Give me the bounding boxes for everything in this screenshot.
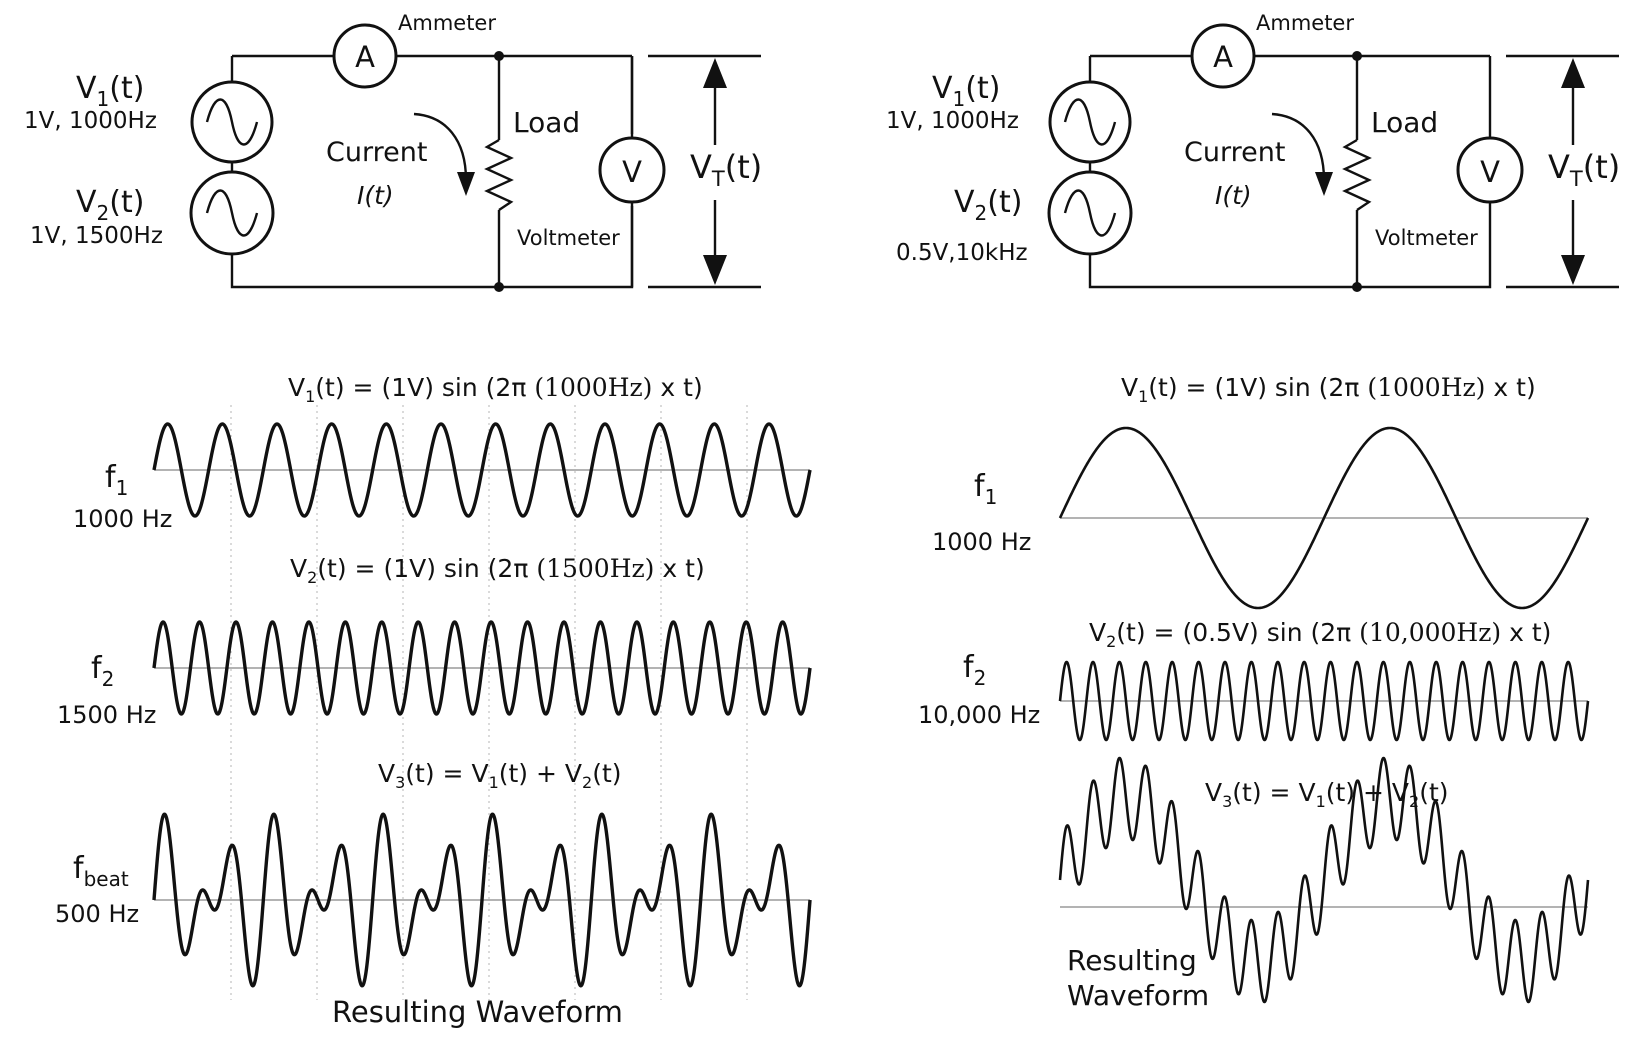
resulting-label-right: Resulting bbox=[1067, 944, 1197, 977]
ammeter-symbol-left bbox=[332, 23, 398, 89]
sine-icon bbox=[1063, 98, 1117, 146]
left-waveforms bbox=[152, 422, 812, 988]
arrow-up-icon bbox=[1561, 58, 1585, 88]
circuit-left-wires bbox=[230, 54, 634, 289]
vt-label: VT(t) bbox=[690, 148, 762, 191]
waveform-sum-right bbox=[1058, 756, 1590, 1004]
ammeter-letter: A bbox=[355, 40, 375, 74]
fbeat-value-left: 500 Hz bbox=[55, 900, 139, 928]
v2-label: V2(t) bbox=[954, 185, 1022, 225]
arrow-down-icon bbox=[457, 172, 475, 196]
f1-label-right: f1 bbox=[974, 469, 997, 509]
fbeat-label-left: fbeat bbox=[73, 851, 129, 891]
load-label: Load bbox=[1371, 106, 1438, 139]
voltmeter-label: Voltmeter bbox=[517, 226, 620, 250]
current-label: Current bbox=[1184, 137, 1285, 168]
voltmeter-letter: V bbox=[1480, 155, 1500, 189]
arrow-down-icon bbox=[1315, 172, 1333, 196]
equation-v3-right: V3(t) = V1(t) + V2(t) bbox=[1205, 778, 1449, 811]
circuit-right: A Ammeter V Voltmeter VT(t) Current I(t)… bbox=[886, 11, 1620, 292]
equation-v2-right: V2(t) = (0.5V) sin (2π (10,000Hz) x t) bbox=[1089, 618, 1551, 651]
f1-value-left: 1000 Hz bbox=[73, 505, 172, 533]
current-arrow bbox=[413, 112, 468, 181]
sine-icon bbox=[205, 189, 259, 237]
load-resistor-right bbox=[1342, 138, 1372, 211]
equation-v2-left: V2(t) = (1V) sin (2π (1500Hz) x t) bbox=[290, 554, 705, 587]
f2-label-left: f2 bbox=[91, 651, 114, 691]
current-symbol: I(t) bbox=[357, 181, 394, 210]
v1-label: V1(t) bbox=[932, 71, 1000, 111]
left-wave-labels: V1(t) = (1V) sin (2π (1000Hz) x t) f1 10… bbox=[55, 373, 705, 1029]
equation-v1-right: V1(t) = (1V) sin (2π (1000Hz) x t) bbox=[1121, 373, 1536, 406]
ammeter-label: Ammeter bbox=[1256, 11, 1354, 35]
waveform-f1-right bbox=[1058, 426, 1590, 610]
junction-dot bbox=[1352, 51, 1362, 61]
resulting-waveform-label-left: Resulting Waveform bbox=[332, 995, 623, 1029]
f1-label-left: f1 bbox=[105, 460, 128, 500]
junction-dot bbox=[1352, 282, 1362, 292]
right-wave-labels: V1(t) = (1V) sin (2π (1000Hz) x t) f1 10… bbox=[918, 373, 1551, 1012]
circuit-right-wires bbox=[1088, 54, 1492, 289]
f2-label-right: f2 bbox=[963, 650, 986, 690]
v2-label: V2(t) bbox=[76, 185, 144, 225]
ammeter-letter: A bbox=[1213, 40, 1233, 74]
sine-icon bbox=[205, 98, 259, 146]
v2-spec: 0.5V,10kHz bbox=[896, 240, 1028, 266]
equation-v3-left: V3(t) = V1(t) + V2(t) bbox=[378, 759, 622, 792]
vt-dimension-lines bbox=[1506, 54, 1619, 289]
circuit-left: A Ammeter V Voltmeter VT(t) Current I(t)… bbox=[24, 11, 762, 292]
waveform-label-right: Waveform bbox=[1067, 979, 1209, 1012]
voltmeter-label: Voltmeter bbox=[1375, 226, 1478, 250]
left-vertical-gridlines bbox=[230, 405, 748, 1000]
voltmeter-letter: V bbox=[622, 155, 642, 189]
junction-dot bbox=[494, 282, 504, 292]
v2-spec: 1V, 1500Hz bbox=[30, 223, 163, 249]
vt-dimension-lines bbox=[648, 54, 761, 289]
arrow-down-icon bbox=[703, 255, 727, 285]
load-label: Load bbox=[513, 106, 580, 139]
arrow-down-icon bbox=[1561, 255, 1585, 285]
waveform-f2-right bbox=[1058, 660, 1590, 742]
v1-spec: 1V, 1000Hz bbox=[24, 108, 157, 134]
f2-value-right: 10,000 Hz bbox=[918, 701, 1040, 729]
v1-label: V1(t) bbox=[76, 71, 144, 111]
waveform-beat-left bbox=[152, 812, 812, 988]
junction-dot bbox=[494, 51, 504, 61]
v1-spec: 1V, 1000Hz bbox=[886, 108, 1019, 134]
ammeter-symbol-right bbox=[1190, 23, 1256, 89]
current-arrow bbox=[1271, 112, 1326, 181]
f2-value-left: 1500 Hz bbox=[57, 701, 156, 729]
current-symbol: I(t) bbox=[1215, 181, 1252, 210]
f1-value-right: 1000 Hz bbox=[932, 528, 1031, 556]
voltmeter-symbol-right bbox=[1456, 136, 1524, 204]
waveform-f2-left bbox=[152, 620, 812, 716]
voltmeter-symbol-left bbox=[598, 136, 666, 204]
arrow-up-icon bbox=[703, 58, 727, 88]
waveform-f1-left bbox=[152, 422, 812, 518]
right-waveforms bbox=[1058, 426, 1590, 1004]
vt-label: VT(t) bbox=[1548, 148, 1620, 191]
ammeter-label: Ammeter bbox=[398, 11, 496, 35]
equation-v1-left: V1(t) = (1V) sin (2π (1000Hz) x t) bbox=[288, 373, 703, 406]
load-resistor-left bbox=[484, 138, 514, 211]
current-label: Current bbox=[326, 137, 427, 168]
sine-icon bbox=[1063, 189, 1117, 237]
